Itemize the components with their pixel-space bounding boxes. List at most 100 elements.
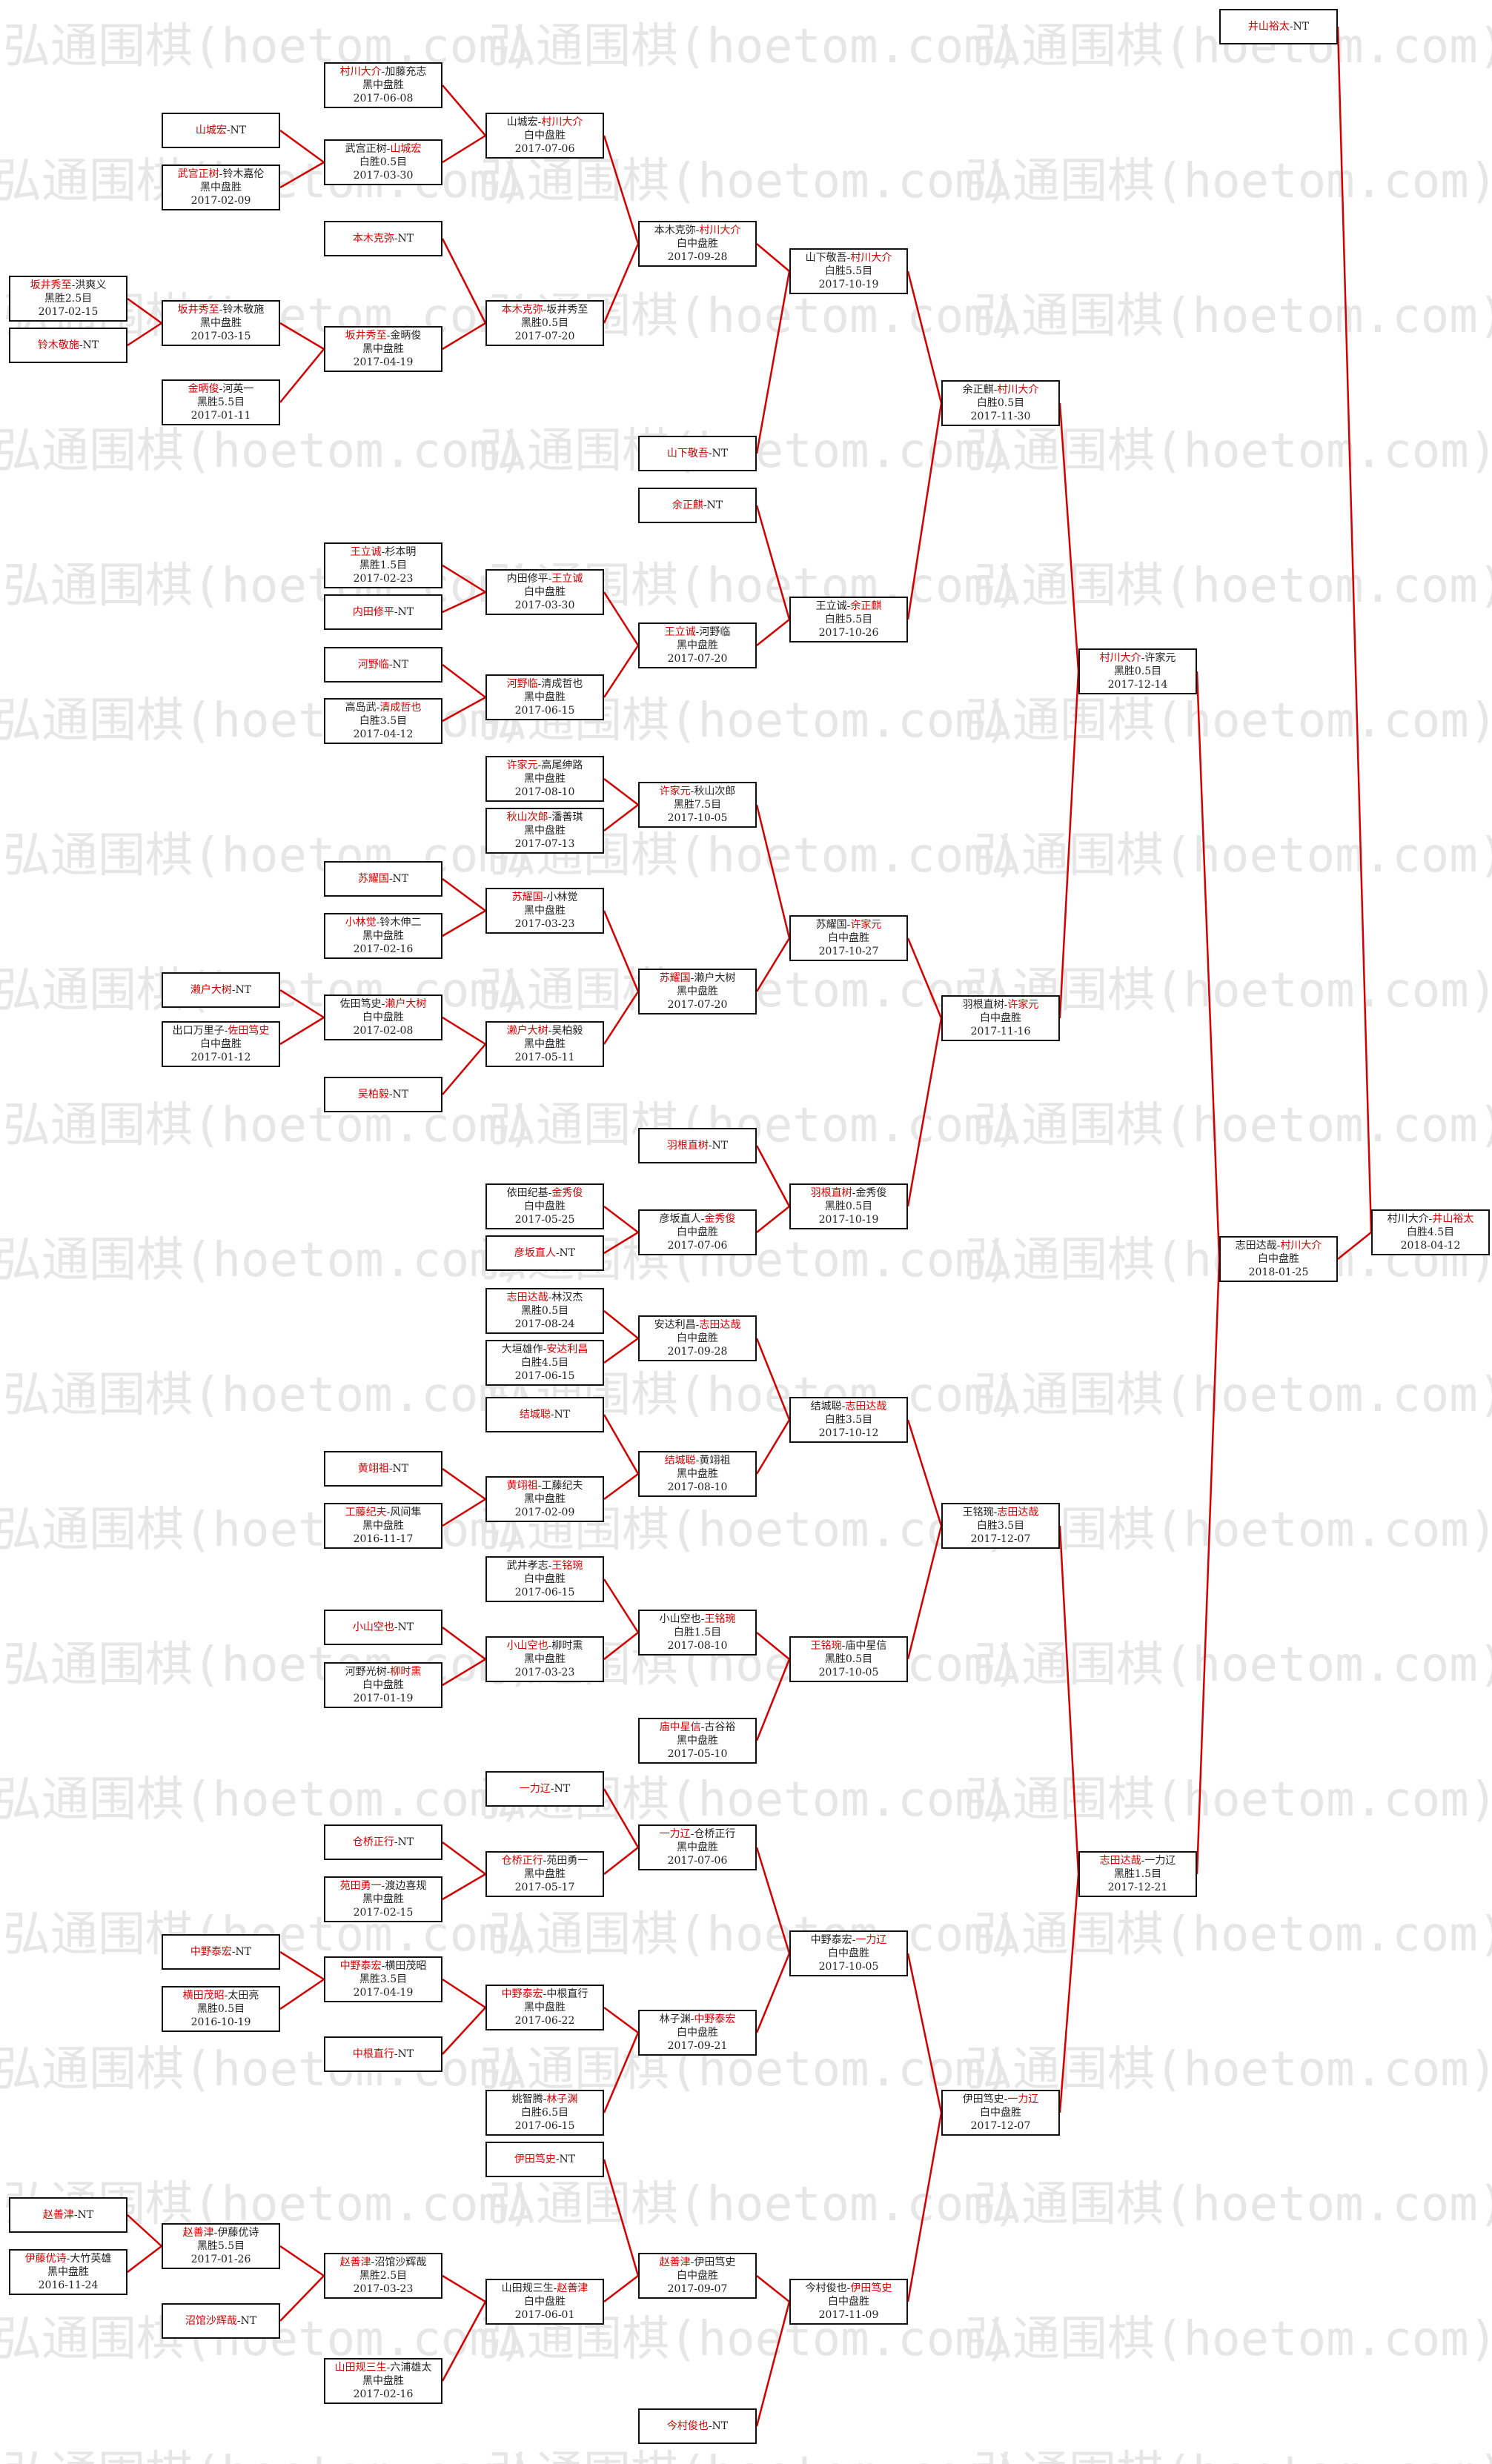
match-result: 黑胜0.5目	[520, 1305, 569, 1317]
match-date: 2017-11-16	[970, 1026, 1031, 1037]
watermark-text: 弘通围棋(hoetom.com)	[965, 424, 1492, 479]
match-box: 中根直行-NT	[324, 2036, 442, 2072]
connector-line	[603, 2006, 639, 2034]
match-date: 2017-10-27	[818, 946, 879, 957]
match-box: 山下敬吾-NT	[638, 436, 757, 471]
watermark-text: 弘通围棋(hoetom.com)	[974, 1907, 1492, 1962]
match-date: 2017-03-23	[514, 918, 575, 930]
match-date: 2017-07-20	[667, 653, 728, 665]
match-result: 黑中盘胜	[362, 79, 404, 91]
match-result: 白中盘胜	[677, 2027, 718, 2039]
watermark-text: 弘通围棋(hoetom.com)	[3, 1098, 535, 1153]
watermark-text: 弘通围棋(hoetom.com)	[3, 1368, 535, 1423]
winner-name: 庙中星信	[659, 1721, 701, 1733]
connector-line	[279, 161, 325, 189]
connector-line	[442, 564, 486, 594]
player-name: 河野光树-	[345, 1666, 391, 1678]
watermark-text: 弘通围棋(hoetom.com)	[480, 154, 1012, 209]
player-name: -NT	[394, 1621, 414, 1633]
winner-name: 井山裕太	[1247, 21, 1290, 33]
match-date: 2017-07-20	[514, 331, 575, 342]
connector-line	[603, 243, 640, 324]
connector-line	[603, 1578, 640, 1633]
match-date: 2017-12-14	[1107, 679, 1168, 691]
match-box: 铃木敬施-NT	[9, 328, 127, 363]
match-players: 仓桥正行-苑田勇一	[502, 1854, 588, 1867]
match-result: 白胜6.5目	[520, 2107, 569, 2119]
winner-name: 志田达哉	[506, 1292, 548, 1304]
match-players: 秋山次郎-潘善琪	[507, 811, 583, 824]
match-players: 河野临-NT	[358, 658, 408, 671]
winner-name: 工藤纪夫	[345, 1507, 387, 1518]
connector-line	[1058, 1873, 1080, 2113]
winner-name: 村川大介	[541, 116, 583, 128]
player-name: -NT	[550, 1409, 571, 1421]
watermark-text: 弘通围棋(hoetom.com)	[488, 1907, 1021, 1962]
player-name: -一力辽	[1141, 1855, 1176, 1867]
winner-name: 赵善津	[557, 2282, 588, 2294]
match-players: 苏耀国-小林觉	[512, 891, 578, 904]
connector-line	[442, 322, 486, 351]
player-name: -铃木伸二	[376, 917, 422, 929]
player-name: -NT	[388, 659, 409, 671]
match-date: 2017-06-15	[514, 705, 575, 717]
match-result: 白中盘胜	[677, 2270, 718, 2282]
winner-name: 伊田笃史	[850, 2282, 892, 2294]
winner-name: 山田规三生	[334, 2362, 387, 2374]
connector-line	[603, 2159, 640, 2277]
winner-name: 铃木敬施	[37, 339, 79, 351]
watermark-text: 弘通围棋(hoetom.com)	[965, 2312, 1492, 2367]
match-players: 余正麒-NT	[672, 499, 723, 512]
match-date: 2017-12-21	[1107, 1882, 1168, 1893]
match-players: 河野临-清成哲也	[507, 677, 583, 691]
winner-name: 沼馆沙辉哉	[185, 2315, 237, 2327]
match-date: 2017-03-23	[353, 2283, 414, 2295]
player-name: 姚智腾-	[511, 2093, 547, 2105]
connector-line	[603, 1847, 639, 1875]
match-result: 黑中盘胜	[677, 1735, 718, 1747]
winner-name: 今村俊也	[666, 2420, 709, 2432]
watermark-text: 弘通围棋(hoetom.com)	[3, 828, 535, 883]
match-result: 黑中盘胜	[524, 1653, 566, 1665]
player-name: 武宫正树-	[345, 143, 391, 155]
match-players: 彦坂直人-NT	[514, 1246, 575, 1260]
match-players: 濑户大树-吴柏毅	[507, 1024, 583, 1037]
match-result: 白中盘胜	[524, 586, 566, 598]
match-players: 濑户大树-NT	[190, 983, 251, 997]
player-name: -铃木敬施	[219, 304, 265, 316]
match-players: 内田修平-王立诚	[507, 572, 583, 585]
player-name: -六浦雄太	[386, 2362, 432, 2374]
connector-line	[441, 238, 487, 324]
connector-line	[1058, 1525, 1080, 1875]
match-date: 2017-09-07	[667, 2283, 728, 2295]
match-players: 羽根直树-许家元	[963, 998, 1039, 1012]
match-box: 赵善津-NT	[9, 2197, 127, 2233]
watermark-text: 弘通围棋(hoetom.com)	[965, 154, 1492, 209]
winner-name: 志田达哉	[699, 1319, 741, 1331]
match-players: 志田达哉-林汉杰	[507, 1291, 583, 1304]
match-date: 2017-10-05	[818, 1961, 879, 1973]
player-name: 高岛武-	[345, 702, 380, 714]
player-name: 佐田笃史-	[339, 998, 385, 1010]
winner-name: 赵善津	[339, 2257, 371, 2268]
match-box: 中野泰宏-NT	[162, 1934, 280, 1970]
match-date: 2016-10-19	[190, 2016, 251, 2028]
winner-name: 濑户大树	[190, 984, 232, 996]
winner-name: 赵善津	[182, 2227, 214, 2239]
player-name: -NT	[555, 1247, 576, 1259]
player-name: 依田纪基-	[506, 1187, 552, 1199]
match-players: 小山空也-NT	[353, 1621, 414, 1634]
player-name: -坂井秀至	[543, 304, 588, 316]
winner-name: 村川大介	[1280, 1240, 1322, 1252]
match-date: 2017-07-06	[667, 1240, 728, 1252]
player-name: 王立诚-	[815, 600, 851, 612]
winner-name: 横田茂昭	[182, 1990, 225, 2002]
